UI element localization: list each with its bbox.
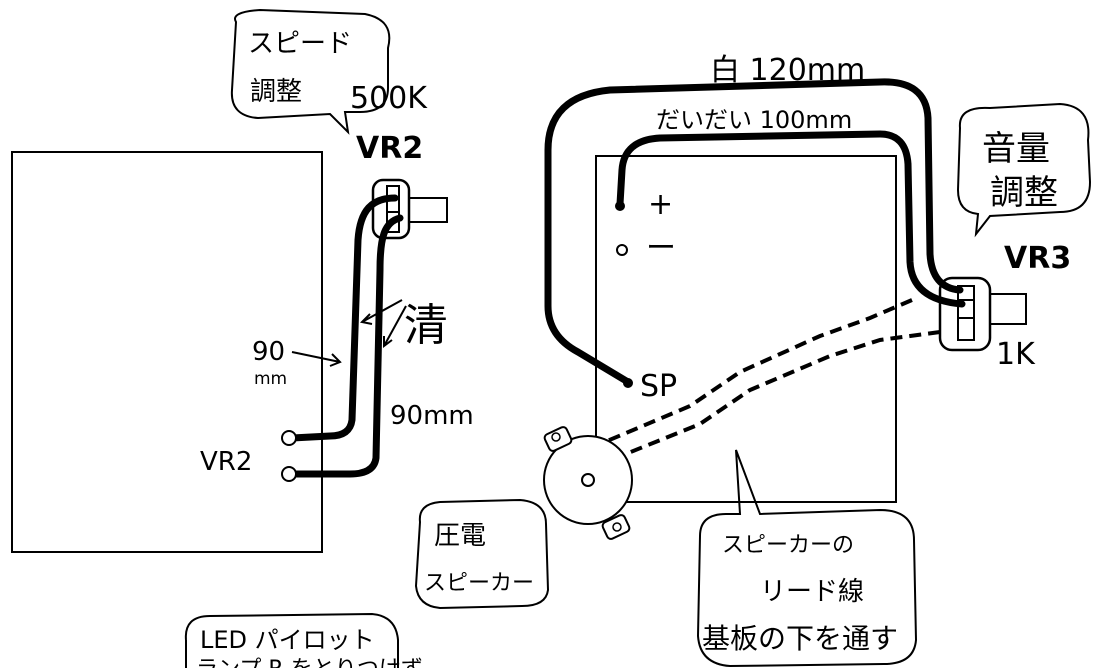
vr2-label: VR2 <box>356 131 423 166</box>
white-wire <box>544 78 964 386</box>
minus-pad <box>616 244 628 256</box>
plus-pad <box>615 201 625 211</box>
piezo-label-line2: スピーカー <box>424 571 534 596</box>
piezo-label-line1: 圧電 <box>434 521 486 551</box>
volume-bubble-line1: 音量 <box>982 129 1050 169</box>
lead-note-line2: リード線 <box>760 577 864 607</box>
lead-note-bubble <box>696 449 918 668</box>
wire-a-unit: mm <box>254 369 287 389</box>
vr2-wire-a <box>288 194 399 442</box>
vr2-pad-a <box>281 430 297 446</box>
led-note-line1: LED パイロット <box>200 626 375 654</box>
led-note-line2: ランプ R をとりつけず <box>196 657 423 668</box>
left-board <box>11 151 323 553</box>
lead-note-line1: スピーカーの <box>722 533 854 558</box>
vr3-potentiometer <box>938 276 1027 352</box>
vr2-wire-b <box>290 214 404 478</box>
lead-note-line3: 基板の下を通す <box>702 622 898 655</box>
piezo-speaker <box>543 426 633 540</box>
speaker-pad-label: SP <box>640 369 677 404</box>
volume-bubble <box>956 102 1092 238</box>
lead-wire-1 <box>599 298 913 446</box>
speaker-pad <box>623 378 633 388</box>
piezo-bubble <box>414 498 550 610</box>
vr3-label: VR3 <box>1004 241 1071 276</box>
vr3-value: 1K <box>996 337 1036 372</box>
wire-color-arrows <box>359 299 407 348</box>
orange-wire-label: だいだい 100mm <box>656 106 852 134</box>
minus-label: ー <box>646 231 676 266</box>
right-board <box>595 155 897 503</box>
vr2-pad-b <box>281 466 297 482</box>
speed-bubble-line1: スピード <box>248 29 352 59</box>
lead-wire-2 <box>605 330 941 464</box>
wire-b-length: 90mm <box>390 401 474 431</box>
orange-wire <box>616 130 966 308</box>
plus-label: + <box>648 187 673 222</box>
wire-color-label: 清 <box>404 300 448 351</box>
vr2-value: 500K <box>350 81 428 116</box>
vr2-pad-label: VR2 <box>200 447 252 477</box>
wire-a-arrow <box>291 351 342 367</box>
speed-bubble <box>230 8 391 135</box>
wire-a-length: 90 <box>252 337 285 367</box>
volume-bubble-line2: 調整 <box>990 173 1058 213</box>
speed-bubble-line2: 調整 <box>250 77 302 107</box>
led-note-bubble <box>184 612 399 668</box>
